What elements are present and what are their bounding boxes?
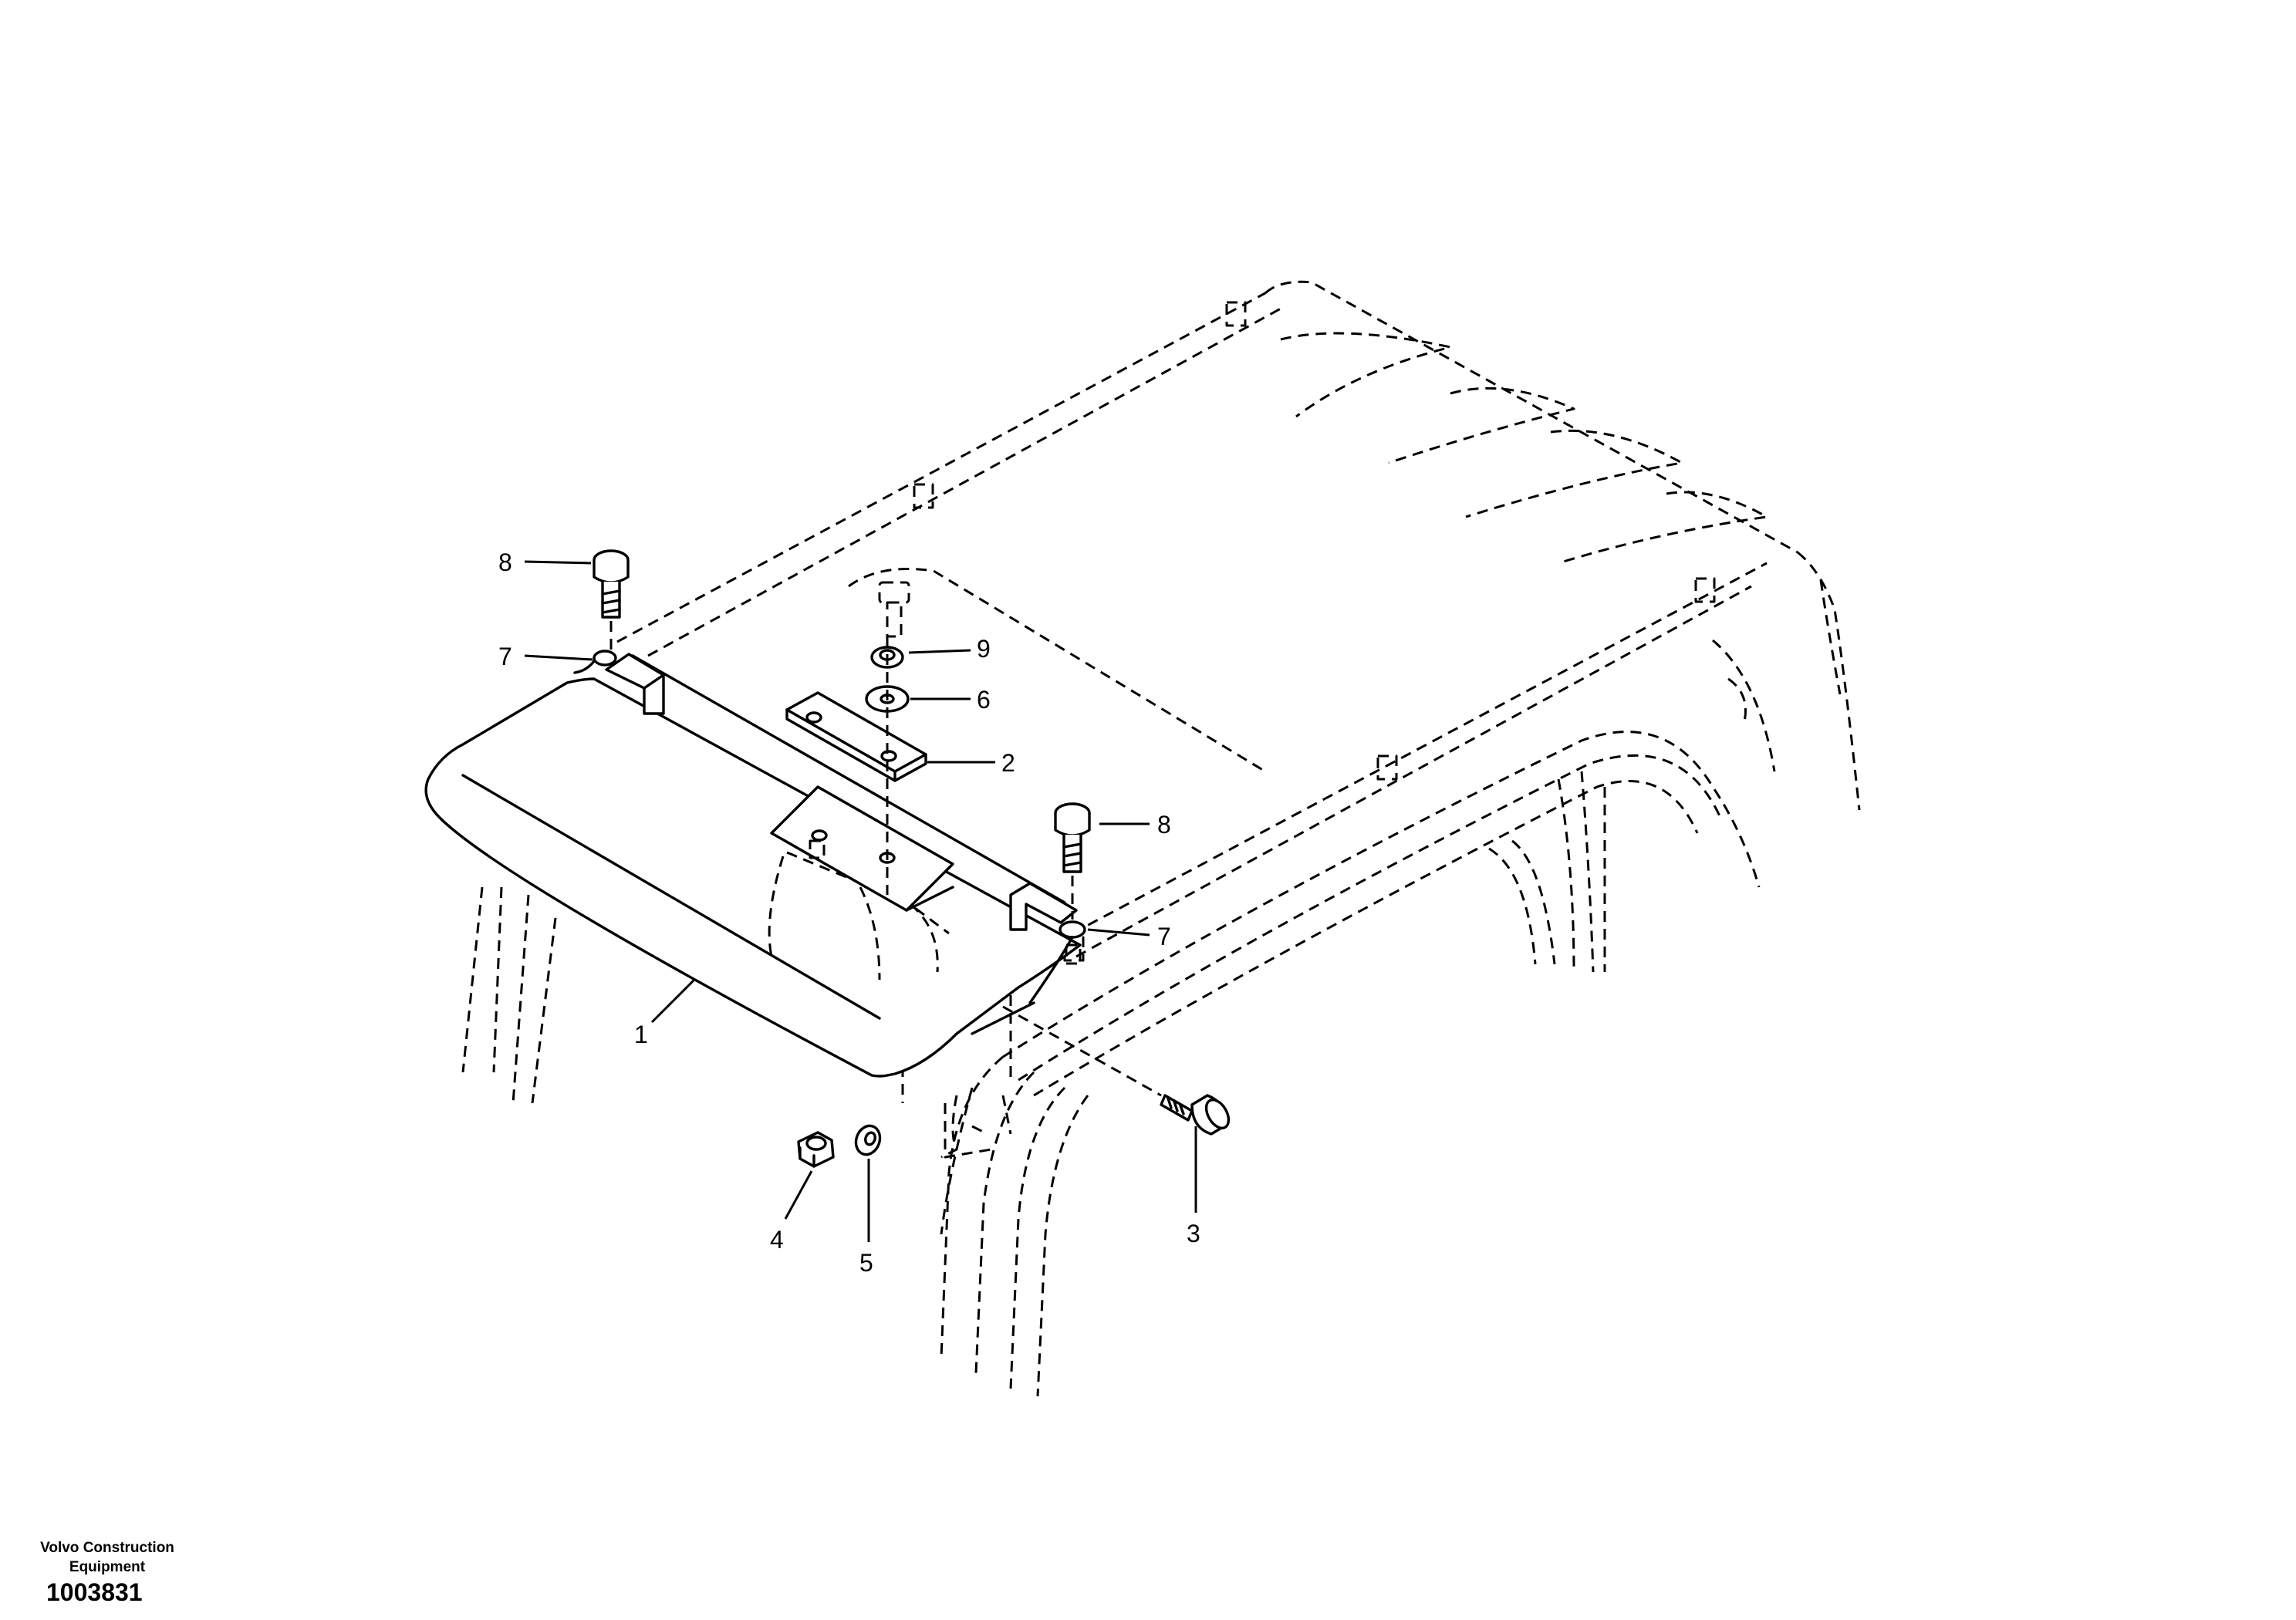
- callout-leaders: [524, 560, 1197, 1242]
- visor-mount-plate: [770, 785, 954, 912]
- part-8-right-bolt: [1054, 802, 1091, 873]
- part-3-bolt: [1160, 1094, 1231, 1136]
- part-2-plate: [785, 691, 927, 782]
- part-7-right-bracket: [1009, 882, 1086, 1004]
- hidden-bolt-above-plate: [878, 581, 910, 638]
- callout-2: 2: [1001, 749, 1015, 777]
- company-name-line2: Equipment: [69, 1559, 146, 1575]
- callout-6: 6: [977, 686, 991, 714]
- sun-visor-panel: [424, 654, 1082, 1078]
- callout-3: 3: [1187, 1220, 1200, 1247]
- part-4-nut: [797, 1131, 835, 1168]
- callout-7-left: 7: [498, 643, 512, 670]
- callout-1: 1: [634, 1021, 648, 1048]
- callout-8-right: 8: [1157, 811, 1171, 839]
- cab-roof-outline: [461, 280, 1861, 1397]
- centerline-part-3: [1002, 1005, 1162, 1097]
- part-5-washer: [854, 1124, 882, 1156]
- callout-4: 4: [770, 1226, 784, 1254]
- part-8-left-bolt: [593, 549, 630, 619]
- callout-8-left: 8: [498, 548, 512, 576]
- callout-9: 9: [977, 635, 991, 663]
- company-name-line1: Volvo Construction: [40, 1540, 174, 1556]
- company-name: Volvo Construction Equipment: [23, 1538, 191, 1577]
- drawing-number: 1003831: [46, 1578, 143, 1606]
- part-7-left-bracket: [573, 650, 665, 715]
- callout-5: 5: [859, 1249, 873, 1277]
- callout-7-right: 7: [1157, 923, 1171, 950]
- roof-mount-bosses: [913, 301, 1716, 962]
